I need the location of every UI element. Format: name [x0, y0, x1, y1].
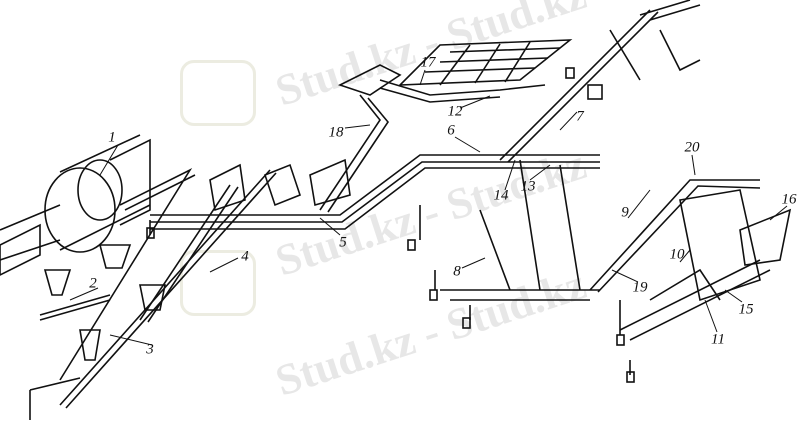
label-18: 18 [328, 124, 344, 141]
label-12: 12 [447, 103, 463, 120]
label-9: 9 [621, 204, 629, 221]
rotary-drum [0, 134, 151, 276]
label-20: 20 [684, 139, 700, 156]
watermark-logo [180, 250, 256, 316]
label-2: 2 [89, 275, 97, 292]
label-8: 8 [453, 263, 461, 280]
label-5: 5 [339, 234, 347, 251]
elevated-conveyor [499, 0, 701, 163]
label-3: 3 [146, 341, 154, 358]
label-11: 11 [711, 331, 725, 348]
label-17: 17 [420, 54, 436, 71]
counterweights [146, 205, 635, 383]
label-14: 14 [493, 187, 509, 204]
right-conveyor [440, 159, 792, 341]
watermark-logo [180, 60, 256, 126]
label-1: 1 [108, 129, 116, 146]
label-13: 13 [520, 178, 536, 195]
label-15: 15 [738, 301, 754, 318]
label-7: 7 [576, 108, 584, 125]
label-19: 19 [632, 279, 648, 296]
inclined-conveyors [29, 169, 277, 420]
label-4: 4 [241, 248, 249, 265]
leader-lines [69, 69, 788, 346]
hoppers [39, 168, 196, 381]
label-10: 10 [669, 246, 685, 263]
label-6: 6 [447, 122, 455, 139]
label-16: 16 [781, 191, 797, 208]
upper-conveyor [319, 39, 573, 213]
